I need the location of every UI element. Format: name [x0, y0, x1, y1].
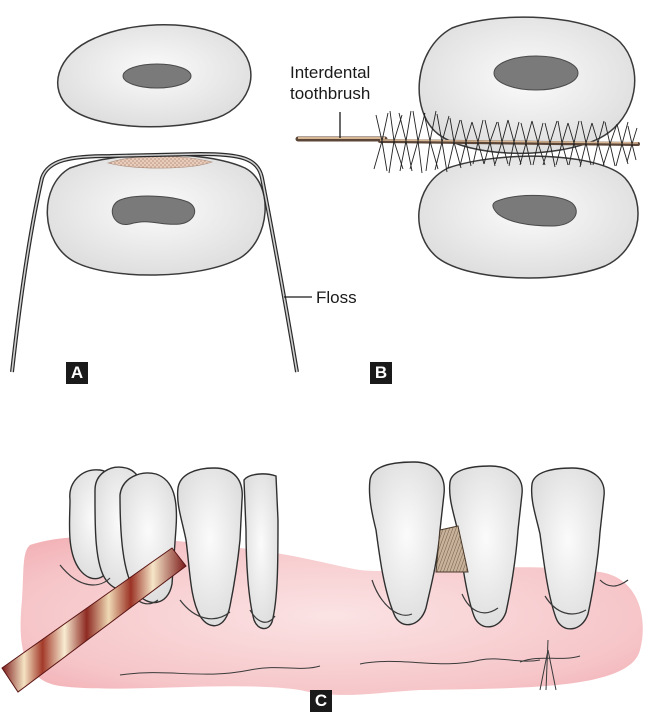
panel-b-lower-tooth	[419, 156, 638, 278]
panel-label-a: A	[66, 362, 88, 384]
panel-c-right-teeth	[369, 462, 604, 629]
panel-b	[298, 17, 638, 278]
interdental-toothbrush-label: Interdental toothbrush	[290, 62, 370, 104]
panel-label-b: B	[370, 362, 392, 384]
interdental-label-line2: toothbrush	[290, 83, 370, 104]
panel-a-upper-pulp	[123, 64, 191, 88]
panel-b-upper-pulp	[494, 56, 578, 90]
panel-c	[2, 462, 643, 695]
panel-a-upper-tooth	[58, 25, 251, 127]
panel-a-lower-pulp	[112, 196, 194, 224]
panel-label-c: C	[310, 690, 332, 712]
panel-a	[12, 25, 312, 372]
floss-label: Floss	[316, 287, 357, 308]
panel-b-upper-tooth	[419, 17, 635, 153]
panel-a-lower-tooth	[47, 155, 265, 276]
interdental-label-line1: Interdental	[290, 62, 370, 83]
